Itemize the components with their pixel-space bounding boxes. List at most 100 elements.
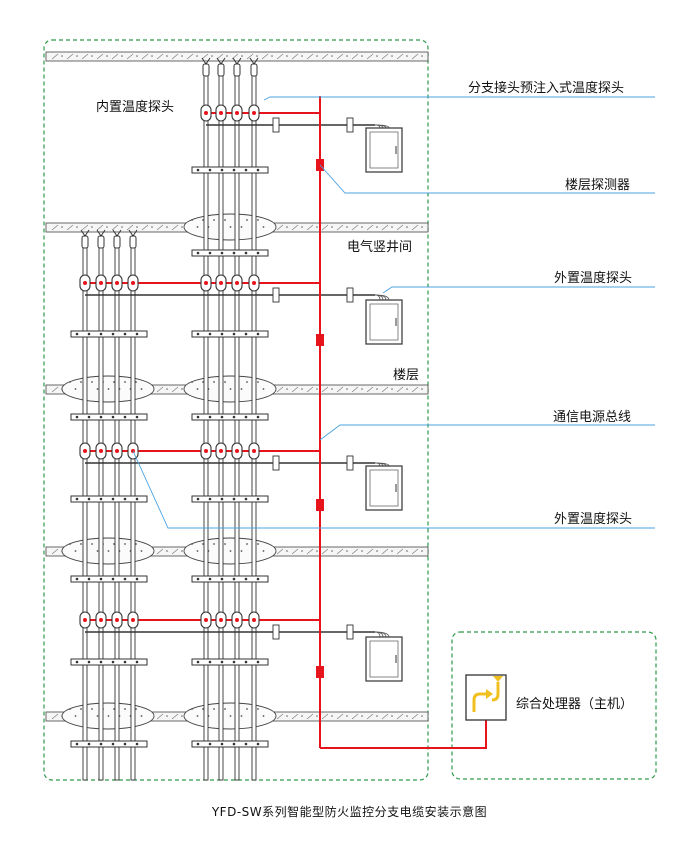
joint-temp-point: [252, 618, 256, 622]
slab-hatch: [336, 224, 344, 231]
leader-comm-bus: [319, 424, 655, 441]
slab-hatch: [411, 224, 419, 231]
firestop-dot: [113, 708, 115, 710]
slab-hatch: [186, 53, 194, 60]
clamp-right-bolt: [244, 742, 248, 746]
riser-cable-right-2: [218, 74, 224, 781]
slab-aggregate: [301, 55, 303, 57]
firestop-dot: [91, 381, 93, 383]
firestop-dot: [213, 543, 215, 545]
slab-aggregate: [346, 715, 348, 717]
clamp-right-bolt: [244, 168, 248, 172]
slab-aggregate: [391, 55, 393, 57]
clamp-right-bolt: [220, 332, 224, 336]
riser-cable-left-4: [130, 245, 136, 781]
slab-aggregate: [76, 226, 78, 228]
shaft-frame: [43, 39, 429, 781]
slab-aggregate: [181, 55, 183, 57]
clamp-left-bolt: [75, 577, 79, 581]
leader-external-probe-1: [382, 286, 655, 294]
joint-temp-point: [99, 449, 103, 453]
slab-aggregate: [286, 550, 288, 552]
slab-hatch: [366, 548, 374, 555]
riser-cable-right-3: [234, 74, 240, 781]
floor-slab-1: [45, 51, 429, 62]
firestop-dot: [240, 226, 243, 228]
clamp-left: [70, 658, 148, 666]
slab-aggregate: [361, 55, 363, 57]
clamp-left-bolt: [135, 497, 139, 501]
firestop-dot: [213, 219, 215, 221]
slab-aggregate: [376, 550, 378, 552]
slab-aggregate: [316, 388, 318, 390]
slab-aggregate: [331, 55, 333, 57]
slab-hatch: [156, 53, 164, 60]
firestop-dot: [224, 381, 226, 383]
clamp-right-bolt: [232, 332, 236, 336]
joint-temp-point: [252, 281, 256, 285]
label-branch-joint-probe: 分支接头预注入式温度探头: [468, 81, 625, 96]
clamp-left-bolt: [135, 415, 139, 419]
label-external-probe-1: 外置温度探头: [554, 271, 633, 286]
slab-body: [45, 51, 429, 62]
label-floor: 楼层: [393, 368, 420, 383]
clamp-right-bolt: [208, 168, 212, 172]
slab-aggregate: [271, 55, 273, 57]
distribution-box-1: [365, 127, 403, 173]
clamp-right: [191, 495, 269, 503]
leader-floor-detector: [319, 164, 655, 194]
distribution-box-door: [369, 640, 399, 678]
host-arrow-right: [491, 682, 500, 702]
slab-aggregate: [286, 55, 288, 57]
slab-hatch: [381, 713, 389, 720]
clamp-left-bolt: [75, 415, 79, 419]
label-external-probe-2: 外置温度探头: [554, 512, 633, 527]
clamp-left-bolt: [99, 332, 103, 336]
slab-hatch: [156, 386, 164, 393]
clamp-left-bolt: [123, 497, 127, 501]
hanger-lug-left: [97, 235, 105, 249]
slab-aggregate: [331, 226, 333, 228]
clamp-right-bolt: [196, 497, 200, 501]
slab-aggregate: [286, 715, 288, 717]
clamp-right-bolt: [220, 251, 224, 255]
slab-hatch: [171, 224, 179, 231]
clamp-left-bolt: [87, 577, 91, 581]
joint-temp-point: [115, 449, 119, 453]
slab-aggregate: [286, 226, 288, 228]
slab-hatch: [351, 548, 359, 555]
firestop-dot: [107, 550, 110, 552]
slab-hatch: [156, 224, 164, 231]
clamp-left-bolt: [123, 332, 127, 336]
clamp-right-bolt: [256, 415, 260, 419]
slab-hatch: [336, 713, 344, 720]
clamp-right-bolt: [220, 168, 224, 172]
firestop-dot: [262, 715, 265, 717]
slab-aggregate: [256, 55, 258, 57]
slab-hatch: [291, 53, 299, 60]
clamp-left-bolt: [111, 332, 115, 336]
joint-temp-point: [204, 111, 208, 115]
firestop-dot: [113, 381, 115, 383]
firestop-dot: [69, 381, 71, 383]
slab-hatch: [111, 53, 119, 60]
clamp-right: [191, 740, 269, 748]
slab-hatch: [351, 53, 359, 60]
slab-hatch: [51, 53, 59, 60]
clamp-left-bolt: [87, 660, 91, 664]
joint-temp-point: [252, 449, 256, 453]
clamp-left: [70, 495, 148, 503]
firestop-dot: [229, 388, 232, 390]
clamp-left-bolt: [135, 332, 139, 336]
clamp-right-bolt: [220, 497, 224, 501]
clamp-right-bolt: [220, 742, 224, 746]
slab-hatch: [276, 713, 284, 720]
clamp-left-bolt: [123, 660, 127, 664]
host-frame: [451, 631, 657, 780]
slab-aggregate: [196, 55, 198, 57]
clamp-right-bolt: [232, 497, 236, 501]
firestop-dot: [124, 708, 126, 710]
joint-temp-point: [235, 449, 239, 453]
slab-aggregate: [181, 715, 183, 717]
label-comm-bus: 通信电源总线: [553, 410, 632, 425]
